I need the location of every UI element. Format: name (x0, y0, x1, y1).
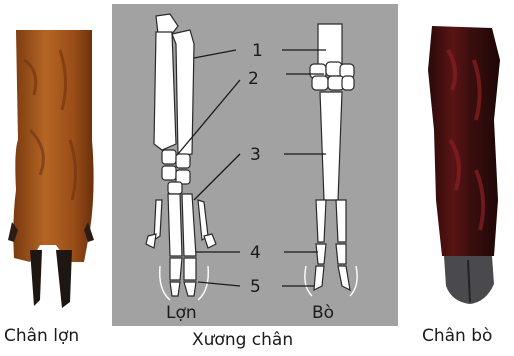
pig-leg-photo-panel: Chân lợn (0, 0, 110, 356)
pig-hoof-right (56, 250, 72, 308)
leg-bone-diagram: 1 2 3 4 5 Lợn Bò (112, 4, 398, 326)
label-2: 2 (248, 69, 259, 89)
caption-pig-leg: Chân lợn (4, 326, 79, 346)
label-pig: Lợn (166, 303, 197, 323)
label-5: 5 (250, 277, 261, 297)
cow-leg-photo-panel: Chân bò (404, 0, 514, 356)
caption-cow-leg: Chân bò (422, 326, 492, 346)
label-4: 4 (250, 243, 261, 263)
label-3: 3 (250, 145, 261, 165)
pig-leg-skin (13, 30, 93, 262)
bone-diagram-svg: 1 2 3 4 5 Lợn Bò (112, 4, 398, 326)
pig-leg-illustration (0, 0, 110, 356)
cow-leg-illustration (404, 0, 514, 356)
label-1: 1 (252, 41, 263, 61)
caption-leg-bones: Xương chân (192, 330, 293, 350)
cow-bones (310, 24, 354, 290)
cow-hoof-outline (305, 266, 357, 296)
pig-hoof-left (30, 250, 42, 306)
cow-leg-skin (428, 26, 500, 256)
label-cow: Bò (312, 303, 334, 323)
